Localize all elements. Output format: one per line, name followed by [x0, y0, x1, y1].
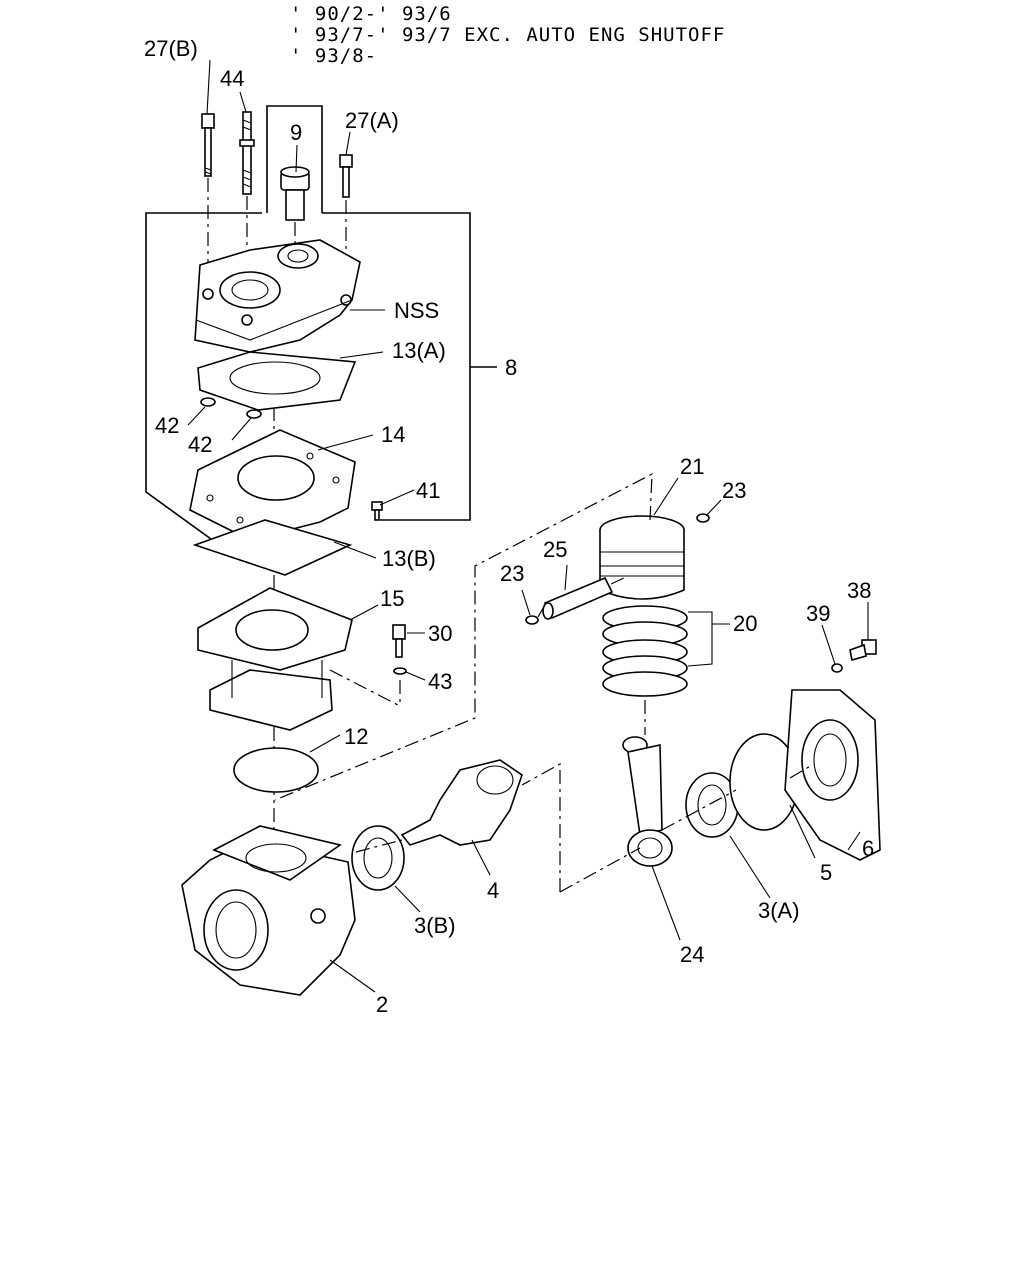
callout-41: 41	[416, 478, 440, 503]
cylinder-15	[197, 587, 353, 731]
callout-3b: 3(B)	[414, 913, 456, 938]
callout-30: 30	[428, 621, 452, 646]
callout-42-left: 42	[155, 413, 179, 438]
callout-nss: NSS	[394, 298, 439, 323]
washer-39	[831, 663, 843, 673]
callout-8: 8	[505, 355, 517, 380]
callout-9: 9	[290, 120, 302, 145]
callout-20: 20	[733, 611, 757, 636]
assembly-8-bracket	[145, 105, 497, 561]
callout-38: 38	[847, 578, 871, 603]
washer-42-right	[246, 409, 262, 419]
callout-24: 24	[680, 942, 704, 967]
header-line-3: ' 93/8-	[290, 45, 377, 67]
valve-9	[280, 166, 310, 221]
gasket-13a	[197, 351, 357, 411]
crankcase-2	[181, 825, 356, 996]
screw-41	[371, 501, 383, 521]
piston-pin-25	[542, 576, 614, 620]
callout-39: 39	[806, 601, 830, 626]
callout-44: 44	[220, 66, 244, 91]
snap-ring-23-left	[525, 615, 539, 625]
header-line-1: ' 90/2-' 93/6	[290, 3, 452, 25]
callout-6: 6	[862, 836, 874, 861]
callout-25: 25	[543, 537, 567, 562]
callout-13a: 13(A)	[392, 338, 446, 363]
washer-42-left	[200, 397, 216, 407]
bearing-3b	[351, 825, 405, 891]
washer-43	[393, 667, 407, 675]
callout-5: 5	[820, 860, 832, 885]
bolt-38	[849, 639, 877, 662]
stud-44	[239, 111, 255, 195]
header-line-2: ' 93/7-' 93/7 EXC. AUTO ENG SHUTOFF	[290, 24, 725, 46]
connecting-rod-24	[622, 736, 673, 867]
callout-23-left: 23	[500, 561, 524, 586]
callout-14: 14	[381, 422, 405, 447]
piston-rings-20	[602, 605, 688, 697]
callout-43: 43	[428, 669, 452, 694]
callout-3a: 3(A)	[758, 898, 800, 923]
leader-lines	[187, 59, 869, 993]
callout-15: 15	[380, 586, 404, 611]
crankshaft-4	[400, 759, 523, 846]
callout-27b: 27(B)	[144, 36, 198, 61]
gasket-13b	[192, 519, 353, 576]
callout-27a: 27(A)	[345, 108, 399, 133]
o-ring-12	[233, 747, 319, 793]
callout-42-right: 42	[188, 432, 212, 457]
piston-21	[599, 515, 685, 600]
valve-plate-14	[189, 429, 356, 541]
bolt-30	[392, 624, 406, 658]
callout-4: 4	[487, 878, 499, 903]
bolt-27a	[339, 154, 353, 198]
callout-2: 2	[376, 992, 388, 1017]
bolt-27b	[201, 113, 215, 177]
callout-12: 12	[344, 724, 368, 749]
callout-23-right: 23	[722, 478, 746, 503]
callout-21: 21	[680, 454, 704, 479]
callout-13b: 13(B)	[382, 546, 436, 571]
cylinder-head	[194, 239, 361, 353]
end-cover-6	[784, 689, 881, 861]
